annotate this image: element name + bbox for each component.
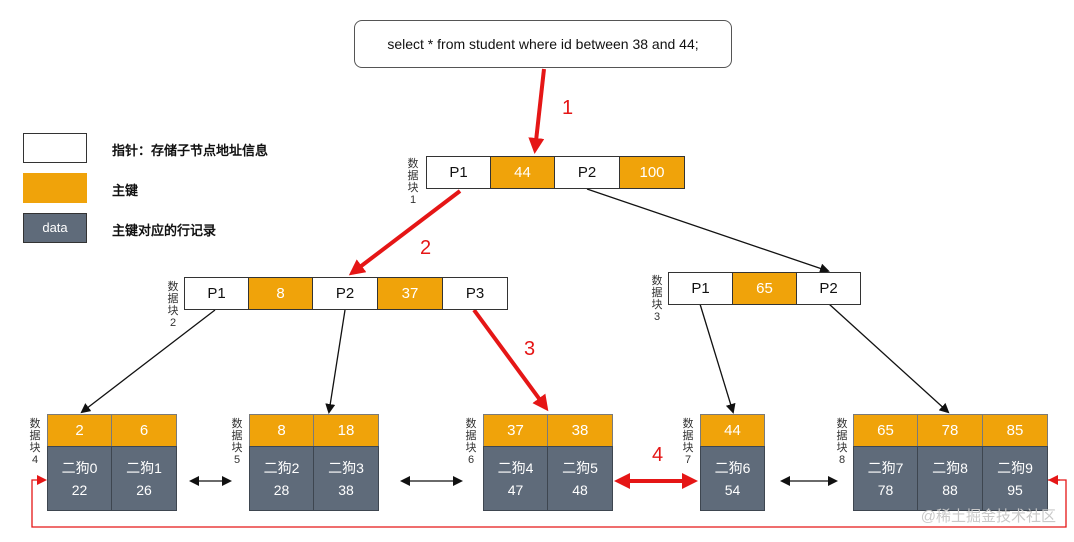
search-arrow-2: [348, 189, 462, 276]
pointer-arrow: [699, 303, 736, 414]
leaf-key: 2: [47, 414, 112, 447]
internal-pointer-p2: P2: [796, 272, 861, 305]
leaf-key: 18: [313, 414, 379, 447]
root-pointer-p2: P2: [554, 156, 620, 189]
search-arrow-3: [472, 308, 549, 412]
legend-key-swatch: [23, 173, 87, 203]
leaf-key: 85: [982, 414, 1048, 447]
search-arrow-1: [528, 68, 546, 154]
sql-query-box: select * from student where id between 3…: [354, 20, 732, 68]
internal-pointer-p1: P1: [668, 272, 733, 305]
root-key: 44: [490, 156, 555, 189]
pointer-arrow: [586, 188, 830, 274]
step-number: 2: [420, 237, 432, 259]
pointer-arrow: [80, 309, 216, 414]
watermark: @稀土掘金技术社区: [920, 508, 1056, 525]
legend-pointer-swatch: [23, 133, 87, 163]
internal-key: 65: [732, 272, 797, 305]
leaf-key: 78: [917, 414, 983, 447]
step-number: 3: [524, 338, 536, 360]
pointer-arrow: [828, 303, 950, 414]
leaf-key: 38: [547, 414, 613, 447]
leaf-key: 6: [111, 414, 177, 447]
leaf-key: 37: [483, 414, 548, 447]
internal-key: 37: [377, 277, 443, 310]
step-number: 4: [652, 444, 664, 466]
legend-key-label: 主键: [112, 183, 139, 198]
legend-data-label: 主键对应的行记录: [112, 223, 217, 238]
internal-key: 8: [248, 277, 313, 310]
legend-pointer-label: 指针：存储子节点地址信息: [112, 143, 269, 158]
legend-data-swatch: data: [23, 213, 87, 243]
leaf-key: 44: [700, 414, 765, 447]
pointer-arrow: [325, 309, 346, 414]
step-number: 1: [562, 97, 574, 119]
internal-pointer-p3: P3: [442, 277, 508, 310]
leaf-key: 8: [249, 414, 314, 447]
root-pointer-p1: P1: [426, 156, 491, 189]
internal-pointer-p1: P1: [184, 277, 249, 310]
root-key: 100: [619, 156, 685, 189]
leaf-key: 65: [853, 414, 918, 447]
internal-pointer-p2: P2: [312, 277, 378, 310]
leaf-wrap-link: [31, 475, 1067, 528]
